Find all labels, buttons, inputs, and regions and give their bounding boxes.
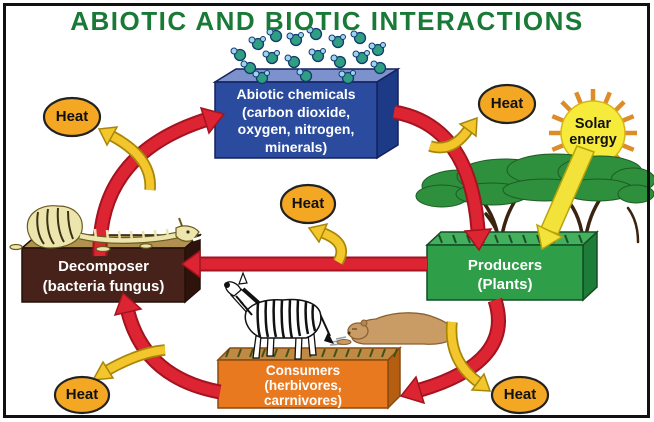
diagram-title: ABIOTIC AND BIOTIC INTERACTIONS bbox=[70, 6, 584, 36]
skeleton-icon bbox=[9, 205, 203, 253]
consumers-line-1: Consumers bbox=[265, 363, 341, 378]
producers-box-label: Producers (Plants) bbox=[427, 256, 583, 294]
producers-line-2: (Plants) bbox=[477, 276, 533, 293]
consumers-line-3: carrnivores) bbox=[263, 393, 343, 408]
solar-line-1: Solar bbox=[574, 116, 612, 132]
heat-label-bottom-right: Heat bbox=[503, 386, 537, 403]
heat-label-center: Heat bbox=[291, 195, 325, 212]
consumers-box-label: Consumers (herbivores, carrnivores) bbox=[218, 363, 388, 408]
solar-line-2: energy bbox=[569, 132, 617, 148]
arrow-decomposer-to-abiotic bbox=[92, 106, 226, 257]
molecules-icon bbox=[230, 26, 387, 85]
lion-icon bbox=[329, 312, 454, 346]
heat-arrow-bottom-right bbox=[445, 321, 492, 392]
arrow-consumers-to-decomposer bbox=[113, 291, 222, 400]
abiotic-line-2: (carbon dioxide, bbox=[241, 103, 351, 120]
abiotic-line-4: minerals) bbox=[264, 138, 328, 155]
arrow-producers-to-decomposer bbox=[180, 249, 427, 279]
abiotic-line-1: Abiotic chemicals bbox=[236, 86, 356, 102]
heat-label-top-left: Heat bbox=[55, 108, 89, 125]
heat-arrow-center bbox=[307, 222, 347, 265]
arrow-producers-to-consumers bbox=[399, 297, 506, 405]
heat-label-bottom-left: Heat bbox=[65, 386, 99, 403]
solar-energy-label: Solar energy bbox=[559, 116, 627, 148]
consumers-line-2: (herbivores, bbox=[264, 378, 342, 393]
heat-arrow-bottom-left bbox=[91, 344, 166, 381]
decomposer-line-1: Decomposer bbox=[58, 258, 149, 275]
heat-ellipses bbox=[42, 83, 550, 415]
heat-ellipse-top-left bbox=[42, 96, 102, 138]
heat-arrow-top-right bbox=[428, 116, 478, 154]
zebra-icon bbox=[224, 271, 334, 360]
heat-ellipse-bottom-left bbox=[53, 375, 111, 415]
abiotic-line-3: oxygen, nitrogen, bbox=[237, 121, 355, 137]
heat-ellipse-bottom-right bbox=[490, 375, 550, 415]
heat-arrow-top-left bbox=[97, 126, 156, 191]
decomposer-box-label: Decomposer (bacteria fungus) bbox=[22, 257, 185, 297]
heat-ellipse-top-right bbox=[477, 83, 537, 125]
producers-box bbox=[425, 230, 599, 302]
abiotic-box-label: Abiotic chemicals (carbon dioxide, oxyge… bbox=[215, 86, 377, 156]
heat-label-top-right: Heat bbox=[490, 95, 524, 112]
decomposer-line-2: (bacteria fungus) bbox=[42, 278, 165, 295]
producers-line-1: Producers bbox=[467, 257, 543, 274]
solar-energy-beam-arrow bbox=[535, 145, 596, 251]
heat-ellipse-center bbox=[279, 183, 337, 225]
